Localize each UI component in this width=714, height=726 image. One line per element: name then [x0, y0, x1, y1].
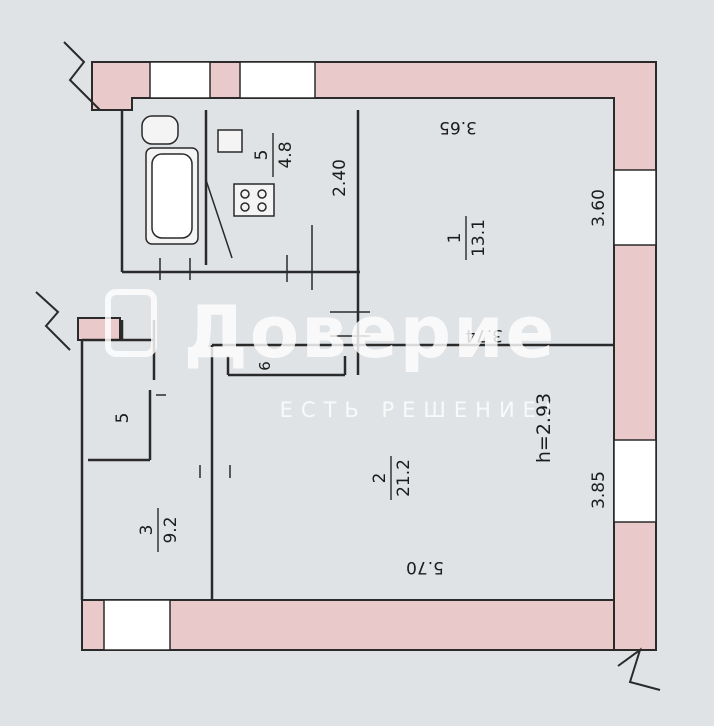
wall-top-right — [91, 61, 657, 651]
room-area: 9.2 — [161, 516, 181, 543]
bath-fixtures — [141, 115, 199, 245]
watermark-logo-icon — [105, 289, 157, 357]
wall-left-stub — [77, 317, 121, 341]
stove-icon — [233, 183, 275, 217]
room-2-label: 2 21.2 — [370, 456, 414, 500]
window-right-2 — [613, 439, 657, 523]
room-1-label: 1 13.1 — [445, 216, 489, 260]
ceiling-height-label: h=2.93 — [533, 393, 555, 463]
door-marks — [156, 225, 370, 478]
room-number: 2 — [370, 473, 390, 484]
toilet-icon — [141, 115, 179, 145]
break-mark-left — [35, 291, 71, 351]
sink-icon — [217, 129, 243, 153]
bathtub-inner — [151, 153, 193, 239]
watermark: Доверие ЕСТЬ РЕШЕНИЕ! — [105, 289, 561, 422]
room-number: 1 — [445, 233, 465, 244]
break-mark-top — [63, 41, 101, 111]
window-bottom — [103, 599, 171, 651]
window-top-1 — [149, 61, 211, 99]
dimension-room2-width: 5.70 — [406, 557, 444, 577]
watermark-tagline: ЕСТЬ РЕШЕНИЕ! — [280, 398, 561, 422]
room-area: 4.8 — [276, 141, 296, 168]
watermark-brand: Доверие — [184, 290, 557, 374]
break-marks — [35, 41, 661, 691]
room-number: 6 — [256, 361, 274, 371]
room-area: 21.2 — [394, 459, 414, 497]
wall-bottom — [81, 599, 615, 651]
dimension-kitchen-depth: 2.40 — [330, 159, 350, 197]
exterior-walls — [77, 61, 657, 651]
room-area: 13.1 — [469, 219, 489, 257]
room-6-label: 6 — [256, 361, 274, 371]
windows-right — [613, 169, 657, 523]
windows-top — [149, 61, 316, 99]
dimension-partition: 3.74 — [465, 325, 503, 345]
break-mark-bottom — [617, 647, 661, 691]
burner-icon — [240, 202, 250, 212]
window-right-1 — [613, 169, 657, 246]
window-top-2 — [239, 61, 316, 99]
room-number: 5 — [252, 150, 272, 161]
room-5-kitchen-label: 5 4.8 — [252, 133, 296, 177]
interior-walls — [80, 110, 614, 600]
ventilation-duct-line — [205, 179, 233, 259]
dimension-room2-depth: 3.85 — [589, 471, 609, 509]
burner-icon — [257, 189, 267, 199]
room-5-closet-label: 5 — [113, 413, 133, 424]
kitchen-fixtures — [205, 129, 275, 259]
burner-icon — [240, 189, 250, 199]
dimension-room1-width: 3.65 — [439, 117, 477, 137]
room-number: 3 — [137, 525, 157, 536]
dimension-room1-depth: 3.60 — [589, 189, 609, 227]
room-3-label: 3 9.2 — [137, 508, 181, 552]
room-number: 5 — [113, 413, 133, 424]
burner-icon — [257, 202, 267, 212]
